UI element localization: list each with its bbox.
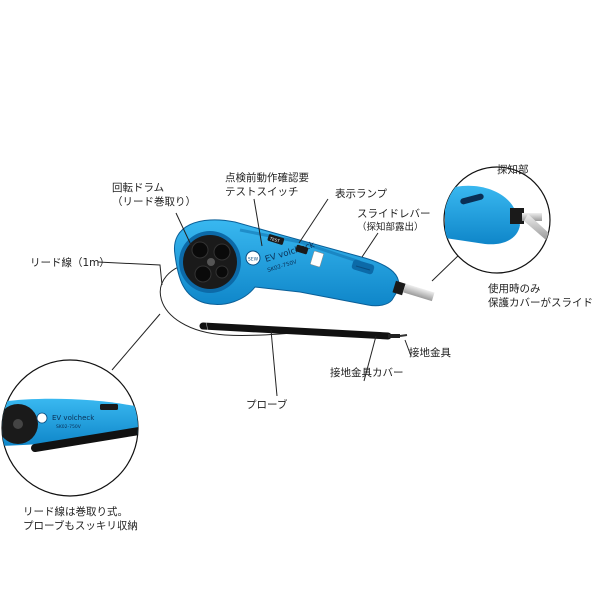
logo-text: SEW (248, 257, 259, 263)
label-reel-note: リード線は巻取り式。 プローブもスッキリ収納 (23, 506, 138, 532)
test-switch-button[interactable] (267, 234, 285, 245)
probe (199, 321, 408, 340)
label-probe: プローブ (246, 399, 288, 411)
leader-lines (97, 198, 463, 397)
label-detector: 探知部 (497, 164, 529, 176)
detector-zoom-circle (443, 166, 551, 274)
label-ground-cover: 接地金具カバー (330, 367, 404, 379)
label-lamp: 表示ランプ (335, 188, 388, 200)
label-slide-lever: スライドレバー （探知部露出） (357, 208, 431, 233)
tester-device: SEW EV volcheck SK02-750V TEST (159, 219, 435, 336)
label-lead-wire: リード線（1m） (30, 257, 110, 269)
label-test-switch: 点検前動作確認要 テストスイッチ (225, 172, 309, 198)
slide-lever[interactable] (351, 259, 375, 275)
label-cover-note: 使用時のみ 保護カバーがスライド (488, 283, 593, 309)
rotating-drum (179, 231, 241, 293)
metal-tip (403, 283, 435, 302)
svg-text:EV volcheck: EV volcheck (52, 414, 95, 422)
label-ground: 接地金具 (409, 347, 451, 359)
indicator-lamp (295, 244, 309, 255)
svg-text:SK02-750V: SK02-750V (56, 424, 82, 430)
detector-tip (392, 280, 406, 296)
reel-zoom-circle: EV volcheck SK02-750V (1, 359, 139, 497)
test-button-text: TEST (268, 236, 280, 244)
label-drum: 回転ドラム （リード巻取り） (112, 182, 196, 208)
sew-logo-icon (245, 250, 261, 266)
